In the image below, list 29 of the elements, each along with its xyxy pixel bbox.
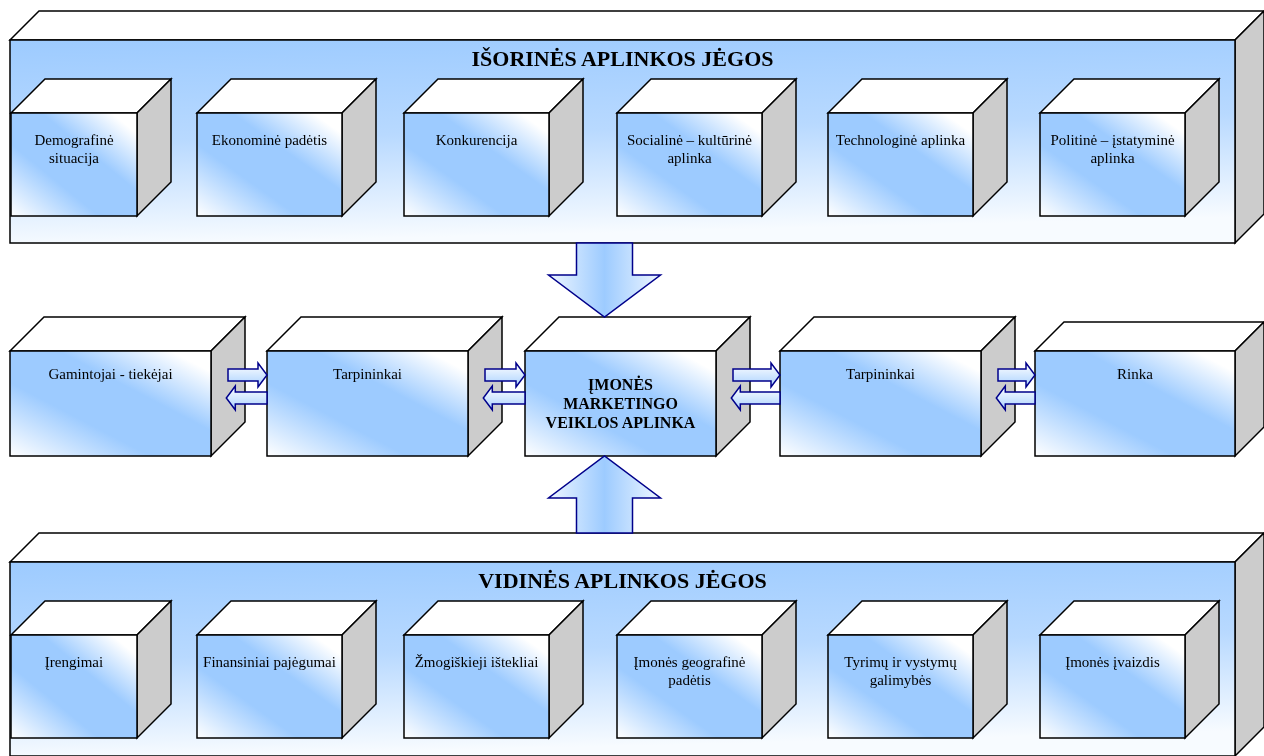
box-label: ĮMONĖS MARKETINGO VEIKLOS APLINKA xyxy=(544,374,697,433)
block-arrow xyxy=(546,455,663,534)
arrow xyxy=(995,383,1036,413)
arrow xyxy=(730,383,781,413)
box-label: Gamintojai - tiekėjai xyxy=(47,365,174,383)
arrow xyxy=(997,360,1036,390)
box-label: Ekonominė padėtis xyxy=(210,131,329,149)
box-label: Žmogiškieji ištekliai xyxy=(413,653,540,671)
block-arrow xyxy=(546,242,663,318)
arrow xyxy=(482,383,526,413)
box-label: Tarpininkai xyxy=(332,365,403,383)
box-label: Tarpininkai xyxy=(845,365,916,383)
arrow xyxy=(225,383,268,413)
box-label: Rinka xyxy=(1116,365,1154,383)
box-label: Socialinė – kultūrinė aplinka xyxy=(626,131,753,167)
panel-heading: IŠORINĖS APLINKOS JĖGOS xyxy=(470,46,775,73)
box-label: Įrengimai xyxy=(43,653,105,671)
arrow xyxy=(227,360,268,390)
arrow xyxy=(732,360,781,390)
box-label: Tyrimų ir vystymų galimybės xyxy=(843,653,958,689)
box-label: Technologinė aplinka xyxy=(834,131,967,149)
box-label: Įmonės įvaizdis xyxy=(1064,653,1161,671)
box-label: Demografinė situacija xyxy=(33,131,115,167)
box-label: Konkurencija xyxy=(434,131,519,149)
arrow xyxy=(484,360,526,390)
panel-heading: VIDINĖS APLINKOS JĖGOS xyxy=(477,568,768,595)
box-label: Įmonės geografinė padėtis xyxy=(632,653,747,689)
box-label: Finansiniai pajėgumai xyxy=(203,653,336,671)
box-label: Politinė – įstatyminė aplinka xyxy=(1049,131,1176,167)
